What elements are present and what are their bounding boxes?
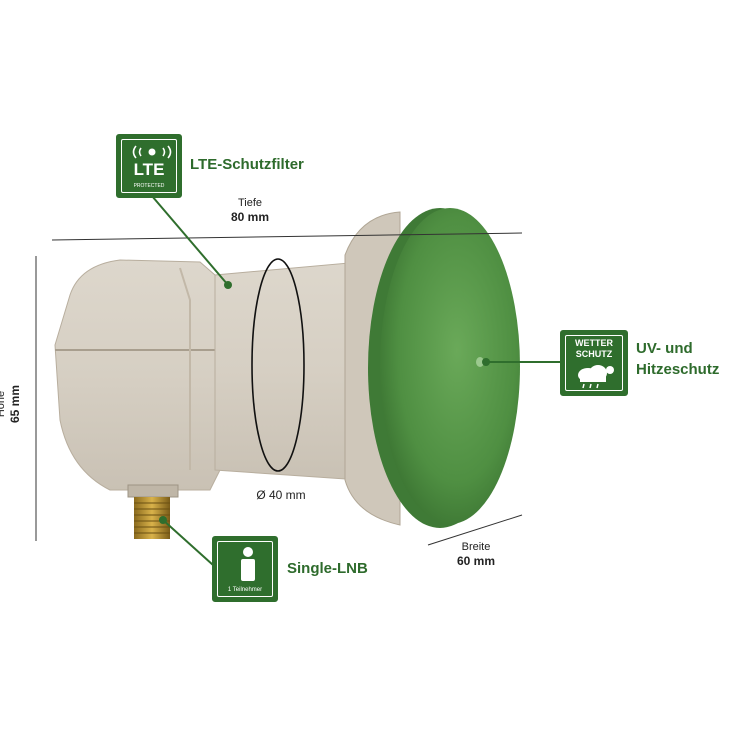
weather-badge-line1: WETTER	[575, 338, 613, 348]
single-lnb-feature-title: Single-LNB	[287, 560, 368, 577]
depth-label-text: Tiefe	[237, 197, 263, 209]
weather-badge: WETTER SCHUTZ	[560, 330, 628, 396]
lte-badge: LTE PROTECTED	[116, 134, 182, 198]
lnb-green-cap	[368, 208, 520, 528]
width-label-text: Breite	[461, 541, 491, 553]
diameter-value: Ø 40 mm	[256, 488, 306, 502]
depth-label: Tiefe 80 mm	[210, 196, 290, 224]
person-icon	[241, 547, 255, 581]
f-connector	[127, 484, 179, 539]
height-value: 65 mm	[8, 384, 22, 424]
width-dimension-line	[427, 514, 523, 546]
width-label: Breite 60 mm	[436, 540, 516, 568]
height-label: Höhe 65 mm	[0, 364, 26, 444]
weather-badge-line2: SCHUTZ	[575, 349, 613, 359]
single-leader-line	[162, 519, 214, 566]
lnb-body	[54, 211, 401, 526]
lte-badge-main-text: LTE	[133, 160, 165, 179]
width-value: 60 mm	[456, 554, 496, 568]
cloud-rain-sun-icon	[578, 365, 614, 389]
height-label-text: Höhe	[0, 390, 7, 418]
signal-waves-icon	[132, 145, 172, 159]
weather-feature-title-line2: Hitzeschutz	[636, 361, 720, 378]
weather-feature-title: UV- und Hitzeschutz	[636, 338, 719, 380]
weather-feature-title-line1: UV- und	[636, 340, 693, 357]
lte-leader-line	[151, 195, 229, 286]
depth-value: 80 mm	[230, 210, 270, 224]
single-lnb-badge-sub-text: 1 Teilnehmer	[227, 587, 263, 593]
lte-feature-title: LTE-Schutzfilter	[190, 156, 304, 173]
diameter-label: Ø 40 mm	[236, 488, 326, 502]
single-lnb-badge: 1 Teilnehmer	[212, 536, 278, 602]
lte-badge-sub-text: PROTECTED	[133, 183, 165, 189]
depth-dimension-line	[51, 232, 523, 241]
